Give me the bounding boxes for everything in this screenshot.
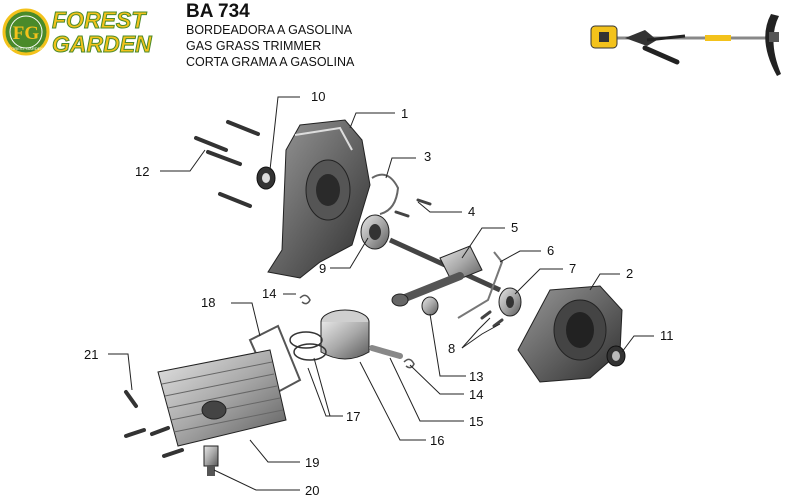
part-gasket-3 xyxy=(371,173,400,215)
callout-16: 16 xyxy=(430,433,444,448)
part-crankcase-left xyxy=(267,119,371,279)
part-seal-10 xyxy=(256,166,276,190)
callout-8: 8 xyxy=(448,341,455,356)
callout-14-lower: 14 xyxy=(469,387,483,402)
part-crankshaft-5 xyxy=(388,237,502,307)
logo-word-garden: GARDEN xyxy=(52,31,152,57)
logo-badge-subtext: FOREST GARDEN xyxy=(9,46,43,51)
callout-9: 9 xyxy=(319,261,326,276)
callout-14-upper: 14 xyxy=(262,286,276,301)
callout-10: 10 xyxy=(311,89,325,104)
title-line-3: CORTA GRAMA A GASOLINA xyxy=(186,55,355,69)
part-gasket-6 xyxy=(457,251,504,319)
part-cylinder-19 xyxy=(157,349,287,447)
callout-13: 13 xyxy=(469,369,483,384)
part-needle-bearing-13 xyxy=(421,296,439,316)
part-bolts-21 xyxy=(124,390,184,458)
title-line-2: GAS GRASS TRIMMER xyxy=(186,39,322,53)
part-pins-4 xyxy=(394,198,432,218)
title-block: BA 734 BORDEADORA A GASOLINA GAS GRASS T… xyxy=(186,0,354,70)
trimmer-product-image xyxy=(590,14,781,76)
title-line-1: BORDEADORA A GASOLINA xyxy=(186,23,353,37)
callout-12: 12 xyxy=(135,164,149,179)
callout-18: 18 xyxy=(201,295,215,310)
part-circlip-14 xyxy=(299,294,415,369)
callout-2: 2 xyxy=(626,266,633,281)
logo-badge-text: FG xyxy=(13,23,40,44)
callout-17: 17 xyxy=(346,409,360,424)
callout-5: 5 xyxy=(511,220,518,235)
callout-21: 21 xyxy=(84,347,98,362)
leader-lines xyxy=(108,96,654,491)
callout-3: 3 xyxy=(424,149,431,164)
part-spark-plug-20 xyxy=(203,445,219,476)
part-pins-8 xyxy=(480,310,504,328)
model-number: BA 734 xyxy=(186,1,250,22)
part-piston-pin-15 xyxy=(369,345,403,359)
callout-4: 4 xyxy=(468,204,475,219)
callout-11: 11 xyxy=(660,328,674,343)
callout-6: 6 xyxy=(547,243,554,258)
callout-7: 7 xyxy=(569,261,576,276)
part-piston-16 xyxy=(320,309,370,360)
part-screws-12 xyxy=(194,120,260,208)
part-crankcase-right xyxy=(517,285,623,383)
part-seal-11 xyxy=(606,345,626,367)
part-bearing-9 xyxy=(360,214,390,250)
callout-19: 19 xyxy=(305,455,319,470)
logo-word-forest: FOREST xyxy=(52,7,147,33)
callout-20: 20 xyxy=(305,483,319,498)
part-bearing-7 xyxy=(498,287,522,317)
callout-15: 15 xyxy=(469,414,483,429)
part-rings-17 xyxy=(289,331,327,361)
forest-garden-logo: FG FOREST GARDEN FOREST GARDEN xyxy=(2,7,153,58)
callout-1: 1 xyxy=(401,106,408,121)
